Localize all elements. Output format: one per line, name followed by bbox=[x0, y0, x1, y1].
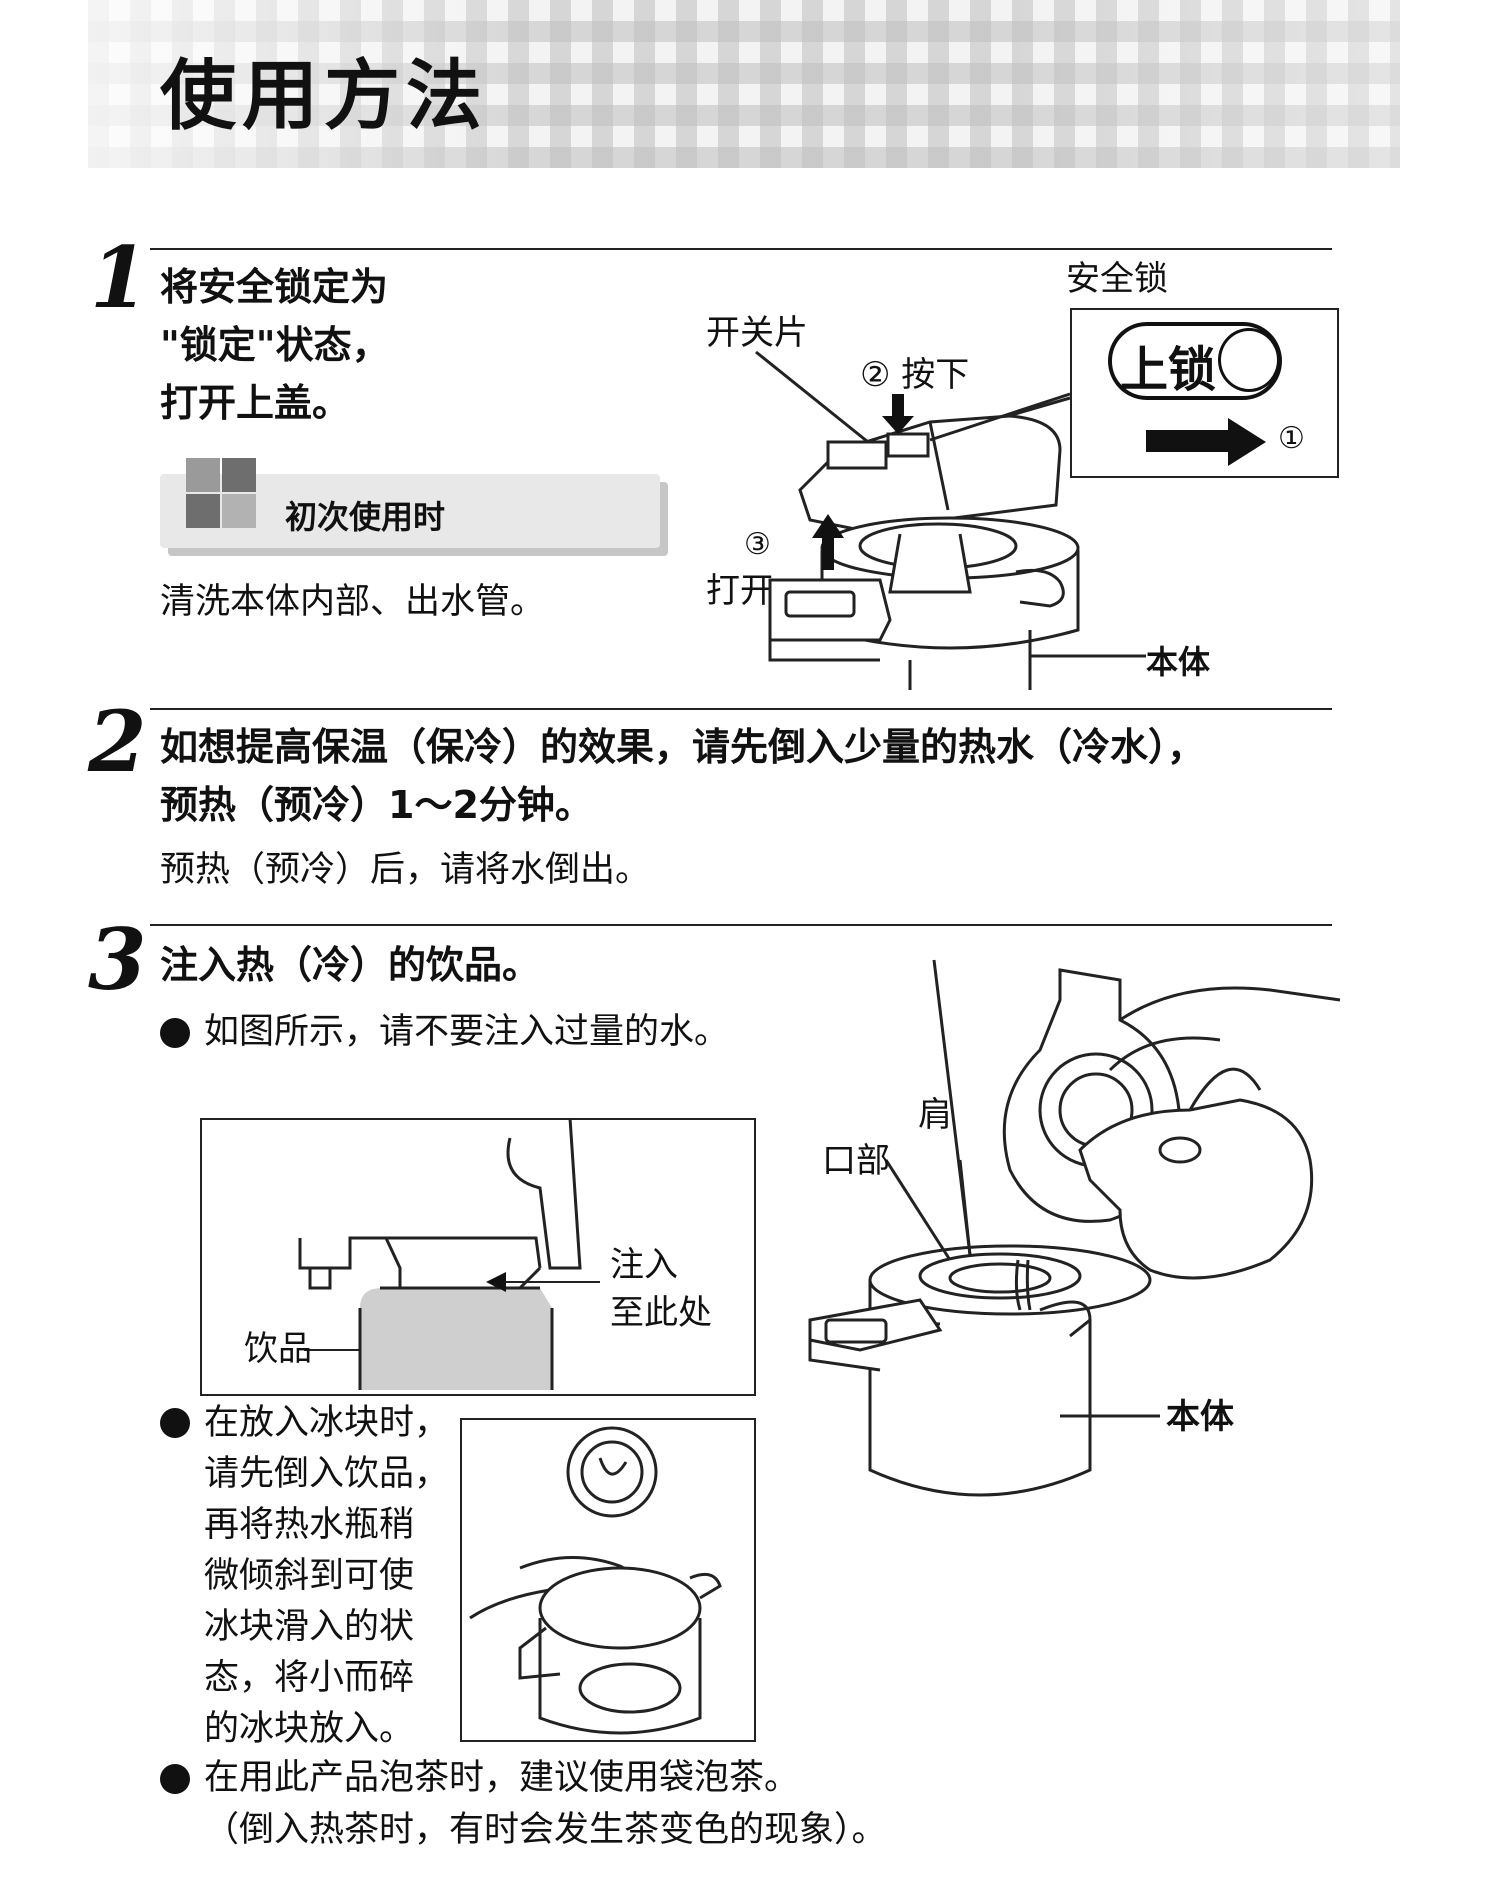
bullet1-text: 如图所示，请不要注入过量的水。 bbox=[204, 1012, 730, 1052]
header-band-fade bbox=[88, 0, 1400, 168]
step1-number: 1 bbox=[90, 228, 149, 327]
fill-to-label-line2: 至此处 bbox=[610, 1293, 712, 1333]
bullet3-text: 在用此产品泡茶时，建议使用袋泡茶。 bbox=[204, 1758, 800, 1798]
tab-square-icon bbox=[222, 494, 256, 528]
step1-heading-line: "锁定"状态， bbox=[160, 323, 390, 367]
lock-step-num: ① bbox=[1278, 421, 1305, 456]
pouring-illustration bbox=[808, 959, 1341, 1497]
mouth-label: 口部 bbox=[822, 1141, 890, 1181]
bullet3-note: （倒入热茶时，有时会发生茶变色的现象）。 bbox=[204, 1810, 887, 1850]
bullet2-line: 请先倒入饮品， bbox=[204, 1454, 450, 1494]
page-title: 使用方法 bbox=[160, 51, 488, 140]
step2-note: 预热（预冷）后，请将水倒出。 bbox=[160, 850, 651, 890]
pour-body-label: 本体 bbox=[1166, 1397, 1234, 1437]
bullet2-text: 在放入冰块时， 请先倒入饮品， 再将热水瓶稍 微倾斜到可使 冰块滑入的状 态，将… bbox=[204, 1398, 449, 1755]
body-label: 本体 bbox=[1146, 643, 1211, 681]
step2-number: 2 bbox=[88, 692, 147, 791]
step3-heading: 注入热（冷）的饮品。 bbox=[160, 943, 541, 987]
fill-to-label-line1: 注入 bbox=[610, 1245, 678, 1285]
switch-label: 开关片 bbox=[706, 313, 808, 353]
bullet2-line: 态，将小而碎 bbox=[204, 1658, 415, 1698]
open-label: 打开 bbox=[706, 571, 774, 611]
fill-level-illustration bbox=[298, 1117, 600, 1390]
step2-divider bbox=[150, 708, 1332, 710]
open-step-num: ③ bbox=[744, 527, 771, 562]
step1-heading-line: 将安全锁定为 bbox=[160, 265, 389, 309]
shoulder-label: 肩 bbox=[918, 1095, 952, 1135]
bullet2-line: 的冰块放入。 bbox=[204, 1709, 415, 1749]
lock-leader-line bbox=[929, 392, 1071, 442]
tab-square-icon bbox=[186, 458, 220, 492]
step2-heading-line1: 如想提高保温（保冷）的效果，请先倒入少量的热水（冷水）， bbox=[160, 725, 1206, 769]
drink-label: 饮品 bbox=[244, 1329, 312, 1369]
bullet-icon bbox=[160, 1764, 190, 1794]
bullet-icon bbox=[160, 1408, 190, 1438]
bullet2-line: 微倾斜到可使 bbox=[204, 1556, 415, 1596]
bullet2-line: 冰块滑入的状 bbox=[204, 1607, 415, 1647]
lock-word: 上锁 bbox=[1120, 342, 1217, 398]
step3-number: 3 bbox=[88, 910, 147, 1009]
ice-insert-illustration bbox=[469, 1426, 722, 1735]
step1-heading: 将安全锁定为 "锁定"状态， 打开上盖。 bbox=[160, 258, 390, 432]
lock-arrow-head-icon bbox=[1228, 418, 1266, 466]
lock-knob-icon bbox=[1218, 328, 1280, 392]
bullet2-line: 再将热水瓶稍 bbox=[204, 1505, 415, 1545]
step1-heading-line: 打开上盖。 bbox=[160, 381, 351, 425]
press-label: ② 按下 bbox=[860, 355, 970, 395]
tab-square-icon bbox=[222, 458, 256, 492]
first-use-text: 清洗本体内部、出水管。 bbox=[160, 582, 546, 622]
step1-divider bbox=[150, 248, 1332, 250]
first-use-label: 初次使用时 bbox=[285, 498, 446, 536]
step3-divider bbox=[150, 924, 1332, 926]
step2-heading-line2: 预热（预冷）1～2分钟。 bbox=[160, 783, 593, 827]
tab-square-icon bbox=[186, 494, 220, 528]
bullet2-line: 在放入冰块时， bbox=[204, 1403, 450, 1443]
safety-lock-label: 安全锁 bbox=[1066, 259, 1168, 299]
lock-arrow-icon bbox=[1146, 430, 1234, 452]
pot-lid-open-illustration bbox=[755, 350, 1146, 690]
bullet-icon bbox=[160, 1018, 190, 1048]
